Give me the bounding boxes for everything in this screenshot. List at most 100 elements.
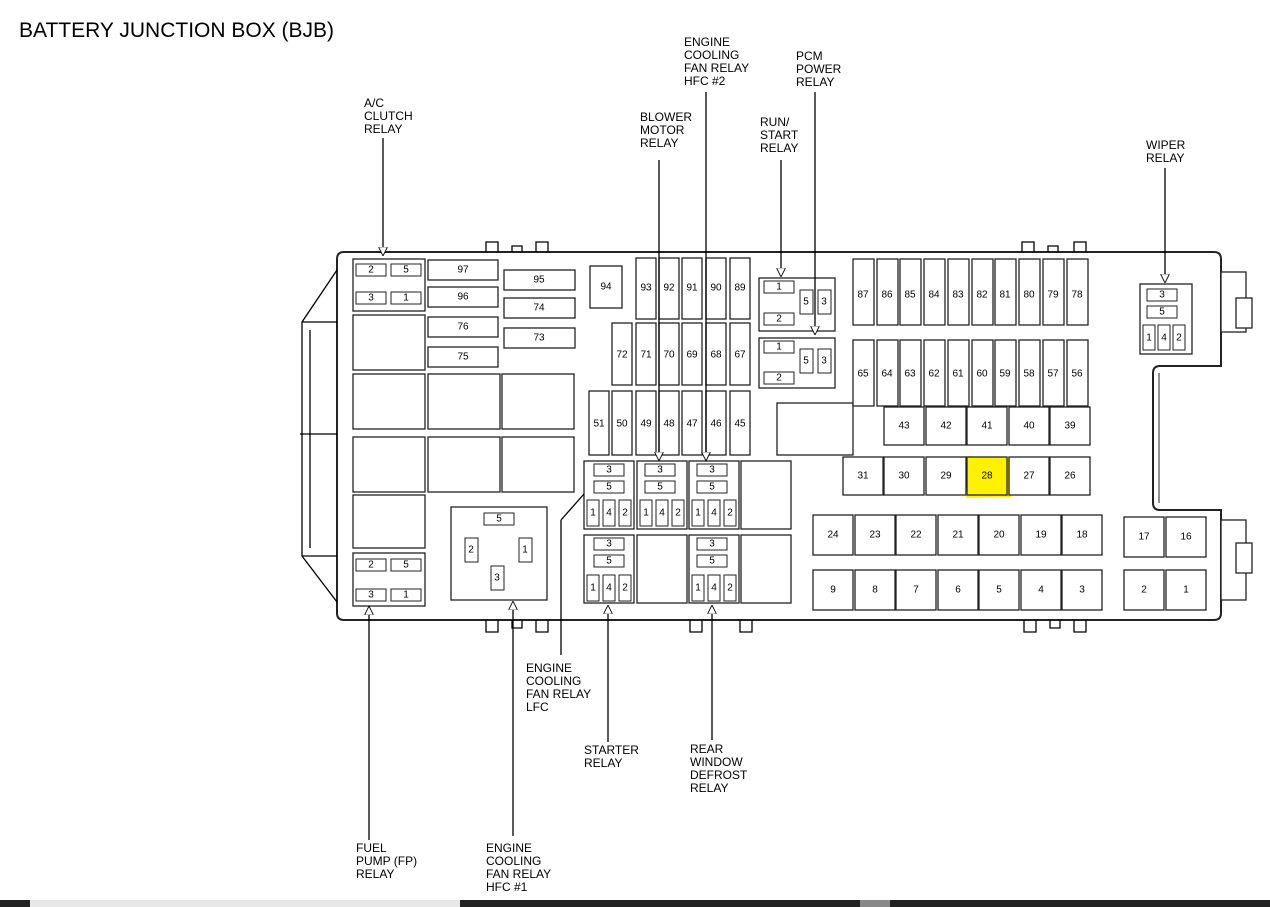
svg-text:FAN RELAY: FAN RELAY [486, 867, 551, 881]
svg-text:1: 1 [643, 508, 649, 519]
svg-text:46: 46 [710, 419, 722, 430]
svg-text:23: 23 [869, 530, 881, 541]
svg-text:RELAY: RELAY [640, 136, 678, 150]
fuse-row-51-45: 51 50 49 48 47 46 45 [588, 390, 751, 456]
empty-cavity [352, 314, 426, 371]
svg-text:1: 1 [522, 545, 528, 556]
svg-text:74: 74 [533, 303, 545, 314]
fuse-row-24-18: 24 23 22 21 20 19 18 17 16 [812, 514, 1207, 558]
svg-text:89: 89 [734, 283, 746, 294]
empty-cavity [501, 373, 575, 430]
svg-text:FUEL: FUEL [356, 841, 387, 855]
svg-text:3: 3 [368, 590, 374, 601]
svg-text:68: 68 [710, 350, 722, 361]
svg-text:82: 82 [976, 290, 988, 301]
svg-text:49: 49 [640, 419, 652, 430]
label-wiper-relay: WIPER RELAY [1146, 138, 1186, 282]
svg-text:3: 3 [1159, 290, 1165, 301]
empty-cavity [352, 373, 426, 430]
svg-text:72: 72 [616, 350, 628, 361]
svg-text:8: 8 [872, 585, 878, 596]
svg-text:COOLING: COOLING [486, 854, 541, 868]
svg-text:ENGINE: ENGINE [526, 661, 572, 675]
svg-text:28: 28 [981, 471, 993, 482]
svg-text:1: 1 [1183, 585, 1189, 596]
svg-text:20: 20 [993, 530, 1005, 541]
svg-text:PCM: PCM [796, 49, 823, 63]
fuse-94 [589, 265, 623, 309]
svg-text:HFC #2: HFC #2 [684, 74, 726, 88]
empty-cavity [740, 534, 792, 604]
svg-text:RELAY: RELAY [356, 867, 394, 881]
svg-text:HFC #1: HFC #1 [486, 880, 528, 894]
svg-text:48: 48 [663, 419, 675, 430]
fuse-row-9-1: 9 8 7 6 5 4 3 2 1 [812, 569, 1207, 611]
label-rear-window-defrost-relay: REAR WINDOW DEFROST RELAY [690, 606, 748, 795]
svg-text:COOLING: COOLING [684, 48, 739, 62]
svg-text:COOLING: COOLING [526, 674, 581, 688]
svg-text:3: 3 [494, 573, 500, 584]
svg-text:85: 85 [904, 290, 916, 301]
fuel-pump-relay-socket: 2 5 3 1 [352, 552, 426, 607]
empty-cavity [636, 534, 688, 604]
svg-text:67: 67 [734, 350, 746, 361]
svg-text:1: 1 [776, 342, 782, 353]
svg-text:MOTOR: MOTOR [640, 123, 685, 137]
fuse-96 [427, 286, 499, 308]
svg-text:WIPER: WIPER [1146, 138, 1186, 152]
svg-text:79: 79 [1047, 290, 1059, 301]
svg-text:61: 61 [952, 369, 964, 380]
label-blower-motor-relay: BLOWER MOTOR RELAY [640, 110, 692, 460]
ecf-hfc1-relay-socket: 5 2 1 3 [450, 506, 548, 601]
svg-text:ENGINE: ENGINE [486, 841, 532, 855]
svg-text:26: 26 [1064, 471, 1076, 482]
svg-text:WINDOW: WINDOW [690, 755, 743, 769]
empty-cavity [740, 460, 792, 530]
empty-cavity [427, 436, 501, 493]
svg-text:87: 87 [857, 290, 869, 301]
svg-text:4: 4 [1038, 585, 1044, 596]
svg-text:64: 64 [881, 369, 893, 380]
svg-text:4: 4 [711, 508, 717, 519]
svg-text:2: 2 [727, 508, 733, 519]
svg-text:62: 62 [928, 369, 940, 380]
svg-text:30: 30 [898, 471, 910, 482]
svg-text:93: 93 [640, 283, 652, 294]
svg-text:5: 5 [606, 482, 612, 493]
svg-text:4: 4 [711, 583, 717, 594]
svg-text:39: 39 [1064, 421, 1076, 432]
svg-text:1: 1 [695, 508, 701, 519]
svg-text:96: 96 [457, 292, 469, 303]
bottom-edge-strip [0, 900, 1270, 907]
svg-text:5: 5 [496, 514, 502, 525]
svg-text:2: 2 [368, 560, 374, 571]
svg-text:75: 75 [457, 352, 469, 363]
svg-text:69: 69 [686, 350, 698, 361]
svg-text:78: 78 [1071, 290, 1083, 301]
ecf-lfc-relay-socket: 3 5 1 4 2 [583, 460, 635, 530]
fuse-97 [427, 259, 499, 281]
fuse-74 [503, 297, 576, 319]
svg-text:RELAY: RELAY [690, 781, 728, 795]
svg-text:41: 41 [981, 421, 993, 432]
svg-text:3: 3 [368, 293, 374, 304]
fuse-row-65-56: 65 64 63 62 61 60 59 58 57 56 [852, 339, 1089, 407]
label-fuel-pump-relay: FUEL PUMP (FP) RELAY [356, 607, 417, 881]
svg-text:5: 5 [996, 585, 1002, 596]
fuse-row-31-26: 31 30 29 28 27 26 [842, 456, 1091, 498]
svg-text:6: 6 [955, 585, 961, 596]
fuse-95 [503, 269, 576, 291]
svg-text:4: 4 [606, 583, 612, 594]
svg-text:17: 17 [1138, 532, 1150, 543]
svg-text:60: 60 [976, 369, 988, 380]
label-pcm-power-relay: PCM POWER RELAY [796, 49, 842, 334]
svg-text:21: 21 [952, 530, 964, 541]
svg-text:5: 5 [709, 556, 715, 567]
svg-text:RELAY: RELAY [584, 756, 622, 770]
svg-text:83: 83 [952, 290, 964, 301]
svg-text:3: 3 [821, 356, 827, 367]
svg-text:2: 2 [622, 583, 628, 594]
svg-text:42: 42 [940, 421, 952, 432]
svg-text:18: 18 [1076, 530, 1088, 541]
svg-text:3: 3 [1079, 585, 1085, 596]
